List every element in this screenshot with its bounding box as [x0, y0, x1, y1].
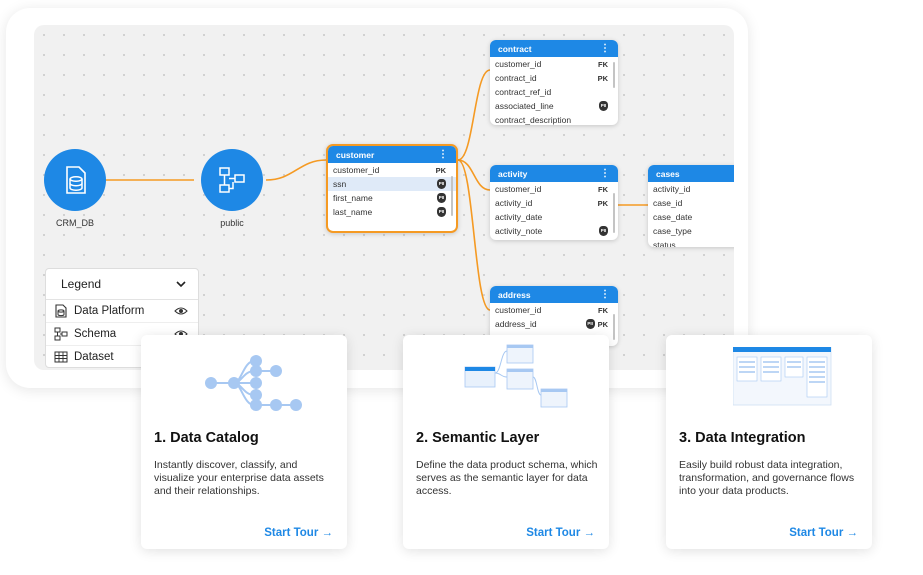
pii-badge-icon: PII — [585, 319, 595, 329]
table-row[interactable]: activity_id — [653, 184, 691, 194]
scrollbar[interactable] — [451, 176, 453, 216]
table-row[interactable]: case_type — [653, 226, 692, 236]
card-data-catalog[interactable]: 1. Data Catalog Instantly discover, clas… — [141, 335, 347, 549]
crm-db-node[interactable] — [44, 149, 106, 211]
table-header: contract ⋮ — [490, 40, 618, 57]
database-icon — [66, 166, 86, 194]
scrollbar[interactable] — [613, 62, 615, 88]
table-title: contract — [498, 43, 532, 54]
kebab-menu-icon[interactable]: ⋮ — [600, 43, 610, 54]
catalog-tree-illustration — [205, 355, 302, 411]
pii-badge-icon: PII — [437, 179, 446, 189]
pii-badge-icon: PII — [599, 226, 608, 236]
data-platform-icon — [55, 304, 67, 318]
card-title: 1. Data Catalog — [154, 430, 259, 446]
table-header: customer ⋮ — [328, 146, 456, 163]
table-title: address — [498, 289, 531, 300]
table-cases[interactable]: cases activity_id case_id case_date case… — [648, 165, 734, 247]
legend-item-dataset[interactable]: Dataset — [46, 346, 198, 368]
schema-icon — [219, 167, 245, 193]
table-title: activity — [498, 168, 528, 179]
eye-icon[interactable] — [174, 306, 188, 316]
legend-item-data-platform[interactable]: Data Platform — [46, 300, 198, 323]
legend-item-schema[interactable]: Schema — [46, 323, 198, 346]
chevron-down-icon[interactable] — [176, 280, 186, 288]
dataset-icon — [54, 351, 68, 363]
start-tour-link[interactable]: Start Tour → — [264, 527, 333, 539]
card-title: 2. Semantic Layer — [416, 430, 540, 446]
scrollbar[interactable] — [613, 314, 615, 340]
table-row[interactable]: case_id — [653, 198, 683, 208]
kebab-menu-icon[interactable]: ⋮ — [438, 149, 448, 160]
table-header: address ⋮ — [490, 286, 618, 303]
card-description: Easily build robust data integration, tr… — [679, 459, 855, 497]
pii-badge-icon: PII — [437, 207, 446, 217]
kebab-menu-icon[interactable]: ⋮ — [600, 289, 610, 300]
card-data-integration[interactable]: 3. Data Integration Easily build robust … — [666, 335, 872, 549]
schema-icon — [54, 327, 68, 341]
public-label: public — [220, 218, 244, 228]
table-row[interactable]: contract_description — [495, 115, 572, 125]
start-tour-link[interactable]: Start Tour → — [789, 527, 858, 539]
legend-header[interactable]: Legend — [46, 269, 198, 300]
legend-title: Legend — [61, 277, 102, 291]
table-header: cases — [648, 165, 734, 182]
card-description: Define the data product schema, which se… — [416, 459, 598, 497]
card-semantic-layer[interactable]: 2. Semantic Layer Define the data produc… — [403, 335, 609, 549]
pii-badge-icon: PII — [437, 193, 446, 203]
table-header: activity ⋮ — [490, 165, 618, 182]
data-integration-illustration — [733, 347, 832, 406]
table-row[interactable]: contract_ref_id — [495, 87, 552, 97]
table-row[interactable]: activity_date — [495, 212, 543, 222]
table-title: cases — [656, 168, 680, 179]
table-title: customer — [336, 149, 375, 160]
lineage-edges — [87, 69, 648, 311]
crm-db-label: CRM_DB — [55, 218, 94, 228]
card-description: Instantly discover, classify, and visual… — [154, 459, 324, 497]
public-schema-node[interactable] — [201, 149, 263, 211]
scrollbar[interactable] — [613, 193, 615, 233]
table-row[interactable]: status — [653, 240, 676, 247]
card-title: 3. Data Integration — [679, 430, 806, 446]
start-tour-link[interactable]: Start Tour → — [526, 527, 595, 539]
pii-badge-icon: PII — [599, 101, 608, 111]
table-row[interactable]: case_date — [653, 212, 693, 222]
semantic-layer-illustration — [464, 344, 568, 408]
kebab-menu-icon[interactable]: ⋮ — [600, 168, 610, 179]
